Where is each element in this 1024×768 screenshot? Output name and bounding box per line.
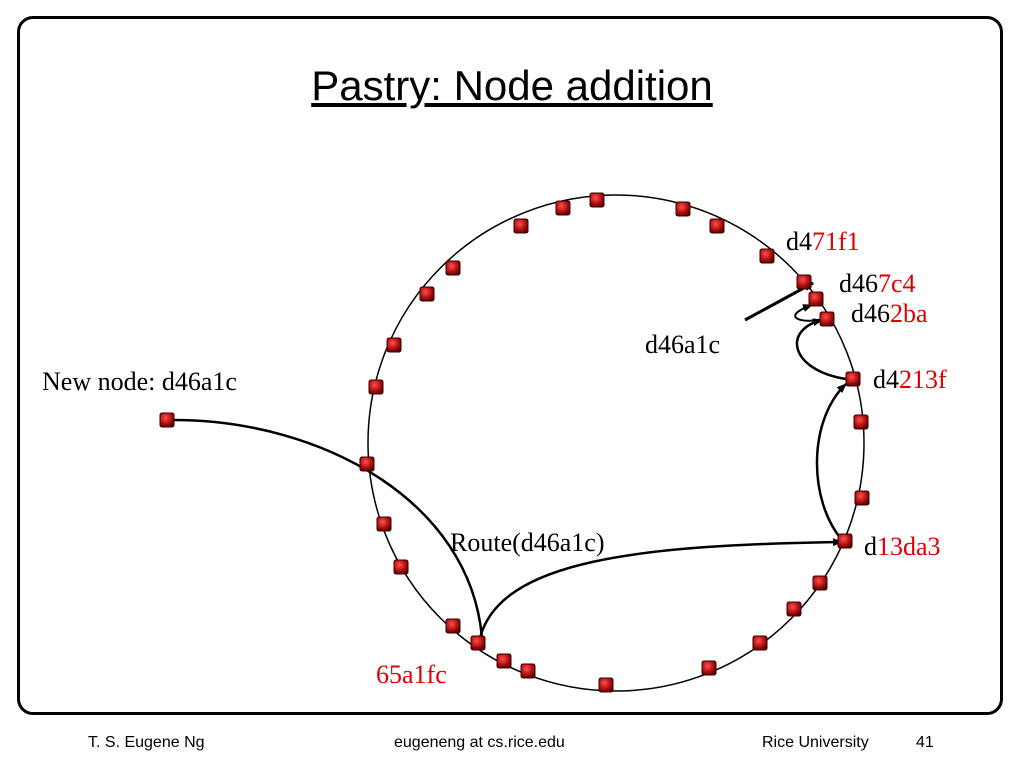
ring-node <box>854 490 870 506</box>
ring-node <box>709 218 725 234</box>
route-hop-3 <box>795 318 847 381</box>
ring-node <box>445 260 461 276</box>
footer-author: T. S. Eugene Ng <box>88 734 205 751</box>
footer-email: eugeneng at cs.rice.edu <box>394 734 565 751</box>
ring-node <box>759 248 775 264</box>
source-node-label: 65a1fc <box>376 660 447 689</box>
ring-node <box>368 379 384 395</box>
ring-node <box>496 653 512 669</box>
ring-node <box>752 635 768 651</box>
hop-suffix: 213f <box>899 365 947 394</box>
join-request-path <box>173 418 484 639</box>
hop-label-d4213f: d4213f <box>873 365 947 394</box>
route-hop-2 <box>815 383 847 541</box>
new-node <box>159 412 175 428</box>
footer-page-number: 41 <box>916 734 934 751</box>
ring-node <box>386 337 402 353</box>
ring-node <box>520 663 536 679</box>
hop-suffix: 7c4 <box>878 269 916 298</box>
ring-node <box>393 559 409 575</box>
ring-node <box>419 286 435 302</box>
ring-node <box>513 218 529 234</box>
hop-label-d13da3: d13da3 <box>864 532 941 561</box>
ring-node <box>786 601 802 617</box>
ring-node <box>470 635 486 651</box>
new-node-label: New node: d46a1c <box>42 367 237 396</box>
ring-node <box>445 618 461 634</box>
slide-title: Pastry: Node addition <box>311 62 713 109</box>
ring-node <box>845 371 861 387</box>
id-ring <box>367 194 865 692</box>
ring-node <box>837 533 853 549</box>
hop-prefix: d46 <box>839 269 878 298</box>
ring-nodes <box>359 192 870 693</box>
slide-frame <box>17 16 1003 715</box>
hop-prefix: d4 <box>873 365 899 394</box>
hop-prefix: d <box>864 532 877 561</box>
ring-node <box>701 660 717 676</box>
ring-node <box>555 200 571 216</box>
hop-prefix: d4 <box>786 227 812 256</box>
hop-suffix: 71f1 <box>812 227 860 256</box>
hop-suffix: 13da3 <box>877 532 941 561</box>
hop-prefix: d46 <box>851 299 890 328</box>
join-pointer-label: d46a1c <box>645 330 720 359</box>
ring-node <box>359 456 375 472</box>
ring-node <box>796 274 812 290</box>
ring-node <box>589 192 605 208</box>
hop-label-d467c4: d467c4 <box>839 269 916 298</box>
hop-suffix: 2ba <box>890 299 928 328</box>
ring-node <box>819 311 835 327</box>
ring-node <box>598 677 614 693</box>
route-label: Route(d46a1c) <box>450 528 605 557</box>
ring-node <box>808 291 824 307</box>
ring-node <box>853 414 869 430</box>
footer-institution: Rice University <box>762 734 869 751</box>
ring-node <box>376 516 392 532</box>
route-hop-1 <box>478 538 843 639</box>
hop-label-d471f1: d471f1 <box>786 227 860 256</box>
hop-label-d462ba: d462ba <box>851 299 928 328</box>
ring-node <box>675 201 691 217</box>
ring-node <box>812 575 828 591</box>
